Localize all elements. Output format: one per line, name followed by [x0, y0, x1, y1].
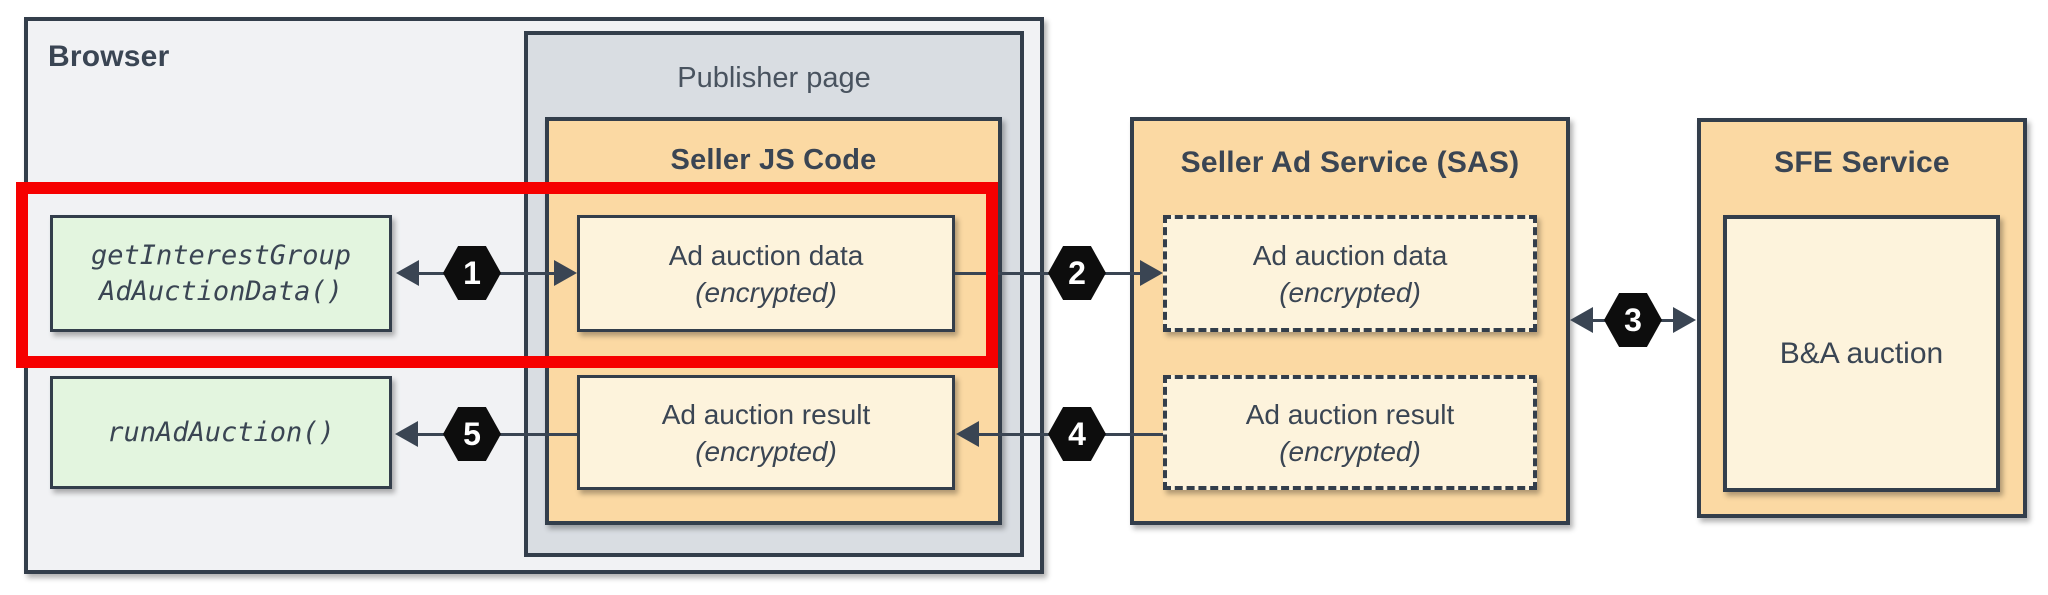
- get-interest-group-ad-auction-data-box: getInterestGroup AdAuctionData(): [50, 215, 392, 332]
- sas-ad-auction-result-encrypted: (encrypted): [1279, 435, 1421, 467]
- browser-label: Browser: [48, 40, 170, 73]
- step3-number: 3: [1624, 301, 1642, 338]
- seller-js-ad-auction-result-box: Ad auction result (encrypted): [577, 375, 955, 490]
- seller-js-ad-auction-result-label: Ad auction result: [661, 398, 871, 430]
- sas-ad-auction-data-encrypted: (encrypted): [1279, 276, 1421, 308]
- seller-js-ad-auction-data-label: Ad auction data: [668, 239, 864, 271]
- sas-ad-auction-data-box: Ad auction data (encrypted): [1163, 215, 1537, 332]
- step3-arrowhead-right-icon: [1673, 307, 1696, 333]
- publisher-page-label: Publisher page: [677, 62, 871, 94]
- sas-ad-auction-data-label: Ad auction data: [1252, 239, 1448, 271]
- step4-badge: 4: [1048, 407, 1106, 461]
- step5-arrowhead-icon: [395, 421, 418, 447]
- run-ad-auction-label: runAdAuction(): [107, 416, 335, 448]
- step5-number: 5: [463, 415, 481, 452]
- step2-number: 2: [1068, 254, 1086, 291]
- get-interest-group-line1: getInterestGroup: [90, 239, 352, 271]
- ba-auction-box: B&A auction: [1723, 215, 2000, 492]
- seller-js-ad-auction-result-encrypted: (encrypted): [695, 435, 837, 467]
- step2-arrowhead-icon: [1140, 260, 1163, 286]
- ba-auction-label: B&A auction: [1779, 337, 1944, 370]
- step2-badge: 2: [1048, 246, 1106, 300]
- step1-arrowhead-left-icon: [396, 260, 419, 286]
- get-interest-group-line2: AdAuctionData(): [99, 275, 343, 307]
- seller-js-ad-auction-data-encrypted: (encrypted): [695, 276, 837, 308]
- step4-arrowhead-icon: [956, 421, 979, 447]
- step4-number: 4: [1068, 415, 1086, 452]
- step3-badge: 3: [1604, 293, 1662, 347]
- sas-ad-auction-result-box: Ad auction result (encrypted): [1163, 375, 1537, 490]
- seller-js-code-label: Seller JS Code: [670, 144, 877, 176]
- step3-arrowhead-left-icon: [1570, 307, 1593, 333]
- run-ad-auction-box: runAdAuction(): [50, 376, 392, 489]
- sas-ad-auction-result-label: Ad auction result: [1245, 398, 1455, 430]
- sfe-service-label: SFE Service: [1774, 146, 1950, 179]
- seller-js-ad-auction-data-box: Ad auction data (encrypted): [577, 215, 955, 332]
- seller-ad-service-label: Seller Ad Service (SAS): [1180, 146, 1520, 179]
- step1-arrowhead-right-icon: [554, 260, 577, 286]
- step1-number: 1: [463, 254, 481, 291]
